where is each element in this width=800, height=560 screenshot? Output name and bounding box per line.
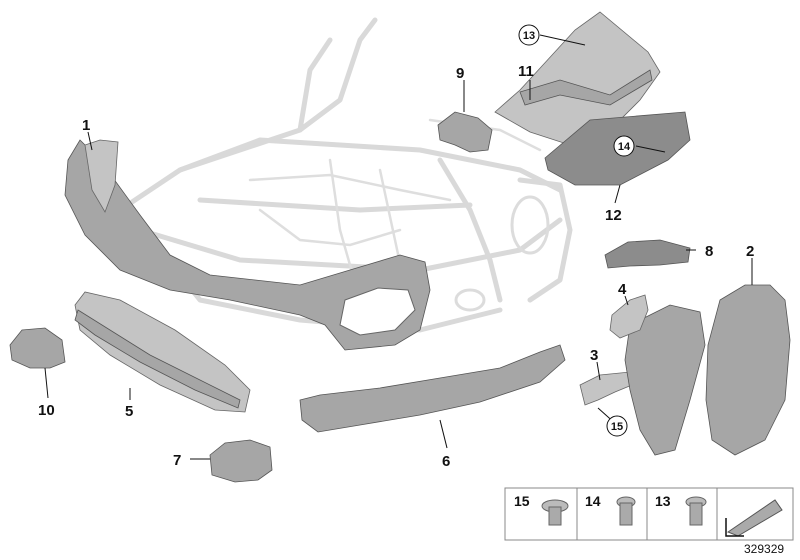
hardware-label-14: 14 bbox=[585, 493, 601, 509]
hardware-label-15: 15 bbox=[514, 493, 530, 509]
part-8-bracket bbox=[604, 239, 691, 269]
callout-12: 12 bbox=[605, 207, 622, 224]
part-11-upper-panel bbox=[494, 11, 661, 146]
callout-7: 7 bbox=[173, 452, 181, 469]
callouts: 1 2 3 4 5 6 7 8 9 10 11 12 13 14 15 bbox=[38, 24, 754, 470]
callout-2: 2 bbox=[746, 243, 754, 260]
callout-9: 9 bbox=[456, 65, 464, 82]
part-1-front-trim bbox=[64, 139, 431, 351]
callout-3: 3 bbox=[590, 347, 598, 364]
hardware-label-13: 13 bbox=[655, 493, 671, 509]
hardware-legend: 15 14 13 bbox=[504, 487, 794, 541]
part-5-lower-rail bbox=[74, 291, 251, 413]
part-9-clip bbox=[437, 111, 493, 153]
leader-lines bbox=[44, 34, 753, 460]
screw-icon bbox=[685, 496, 707, 526]
callout-14: 14 bbox=[618, 141, 631, 153]
callout-15: 15 bbox=[611, 421, 623, 433]
part-4-clip-bracket bbox=[609, 294, 649, 339]
screw-icon bbox=[541, 499, 569, 526]
part-6-side-rail bbox=[299, 344, 566, 433]
callout-5: 5 bbox=[125, 403, 133, 420]
callout-8: 8 bbox=[705, 243, 713, 260]
callout-6: 6 bbox=[442, 453, 450, 470]
reference-number: 329329 bbox=[744, 542, 784, 556]
callout-4: 4 bbox=[618, 281, 627, 298]
part-2-side-cover bbox=[705, 284, 791, 456]
callout-1: 1 bbox=[82, 117, 90, 134]
part-3-bracket bbox=[579, 304, 706, 456]
part-7-clip bbox=[209, 439, 273, 483]
callout-11: 11 bbox=[518, 63, 534, 80]
hardware-box-13 bbox=[646, 487, 718, 541]
screw-icon bbox=[616, 496, 636, 526]
hardware-box-14 bbox=[576, 487, 648, 541]
part-10-clip bbox=[9, 327, 66, 369]
callout-13: 13 bbox=[523, 30, 535, 42]
view-direction-arrow-icon bbox=[725, 499, 783, 537]
callout-10: 10 bbox=[38, 402, 55, 419]
